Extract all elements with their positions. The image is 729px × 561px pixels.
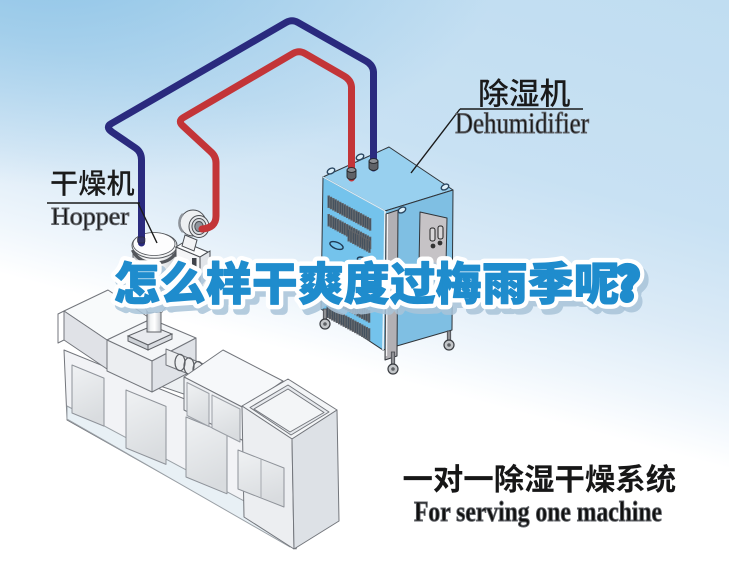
svg-text:Hopper: Hopper [51,204,130,231]
svg-text:Dehumidifier: Dehumidifier [455,107,589,140]
svg-text:For serving one machine: For serving one machine [414,497,662,528]
